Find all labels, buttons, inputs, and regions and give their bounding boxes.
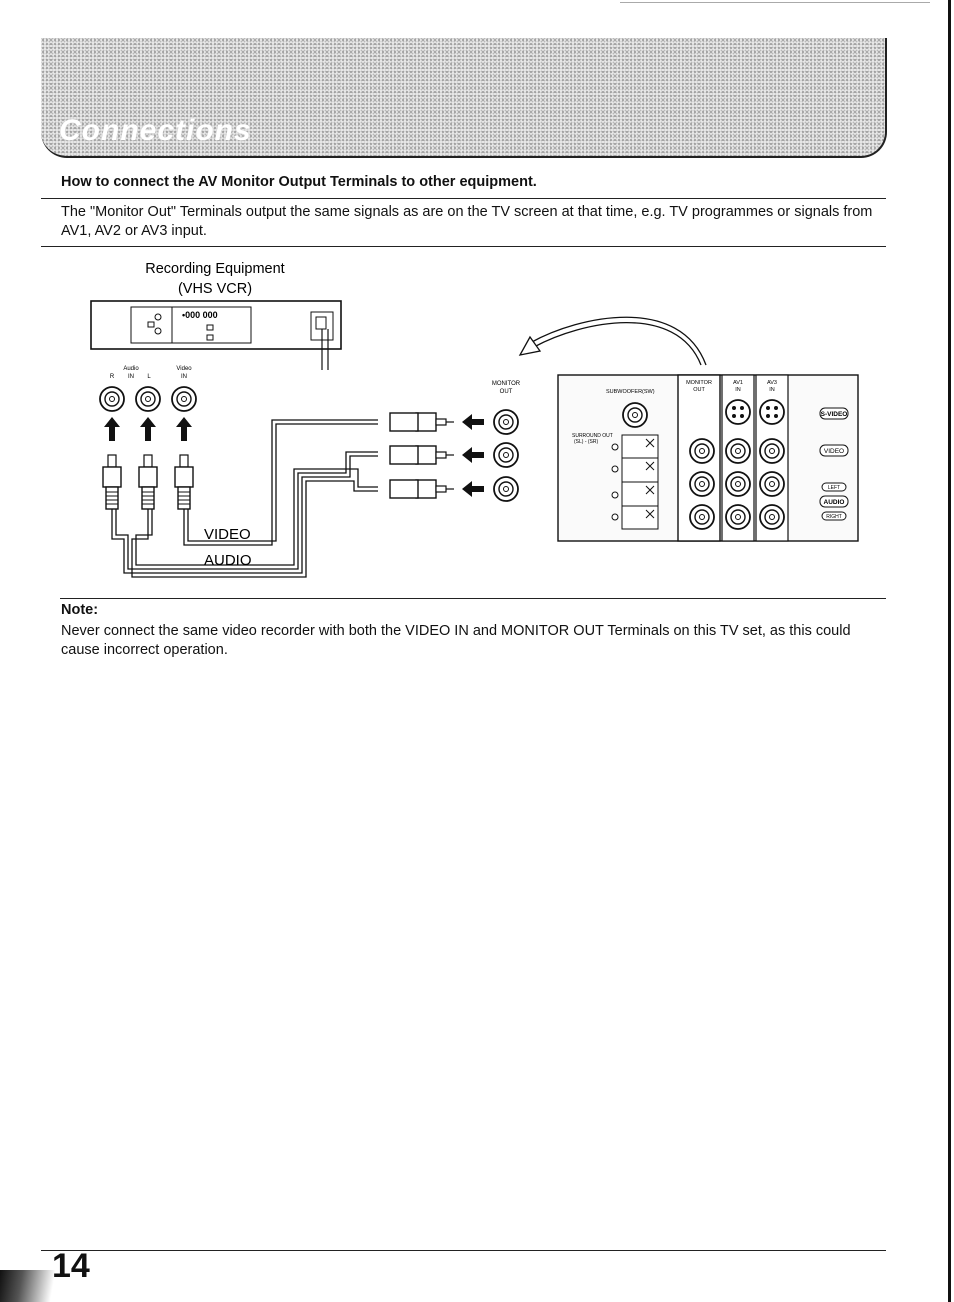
tv-col-monitor-1: MONITOR — [686, 380, 712, 386]
tv-surround-sub-label: (SL) - (SR) — [574, 439, 599, 445]
monitor-out-label-2: OUT — [500, 389, 513, 395]
tv-left-label: LEFT — [828, 485, 840, 491]
tv-col-av1-1: AV1 — [733, 380, 743, 386]
connection-diagram: Recording Equipment (VHS VCR) •000 000 A… — [90, 261, 859, 578]
equipment-label: Recording Equipment — [145, 261, 284, 277]
vcr-audio-l-jack — [135, 386, 161, 412]
av1-video-jack — [725, 438, 751, 464]
av1-audio-r-jack — [725, 504, 751, 530]
page-corner-mark — [0, 1270, 60, 1302]
tv-col-av3-1: AV3 — [767, 380, 777, 386]
av3-audio-r-jack — [759, 504, 785, 530]
tv-col-monitor-2: OUT — [693, 387, 705, 393]
tv-video-label: VIDEO — [824, 448, 844, 455]
arrow-left-icon — [462, 447, 484, 463]
vcr-display-text: •000 000 — [182, 310, 218, 320]
arrow-up-icon — [176, 417, 192, 441]
av3-video-jack — [759, 438, 785, 464]
tv-monitor-out-video-jack — [689, 438, 715, 464]
page-number: 14 — [52, 1247, 90, 1285]
note-title: Note: — [61, 602, 99, 618]
rca-plug-icon — [102, 454, 122, 510]
note-rule — [60, 598, 886, 599]
tv-monitor-out-l-jack — [689, 471, 715, 497]
banner-title: Connections — [59, 114, 252, 147]
monitor-out-audio-l-jack — [493, 442, 519, 468]
tv-col-av1-2: IN — [735, 387, 741, 393]
note-text: Never connect the same video recorder wi… — [61, 623, 851, 658]
vcr-in-label: IN — [128, 374, 134, 380]
page-binding-edge — [948, 0, 951, 1302]
tv-monitor-out-r-jack — [689, 504, 715, 530]
pointer-curve — [529, 316, 707, 366]
tv-surround-label: SURROUND OUT — [572, 433, 613, 439]
intro-paragraph: The "Monitor Out" Terminals output the s… — [61, 204, 873, 239]
tv-audio-label: AUDIO — [824, 499, 845, 506]
av1-svideo-jack — [725, 399, 751, 425]
rca-plug-icon — [174, 454, 194, 510]
rca-plug-icon — [138, 454, 158, 510]
audio-cable — [111, 451, 378, 578]
vcr-video-in-jack — [171, 386, 197, 412]
tv-right-label: RIGHT — [826, 514, 842, 520]
pointer-arrowhead-icon — [518, 335, 542, 356]
tv-subwoofer-label: SUBWOOFER(SW) — [606, 389, 655, 395]
monitor-out-video-jack — [493, 409, 519, 435]
vcr-video-in-label: IN — [181, 374, 187, 380]
arrow-up-icon — [140, 417, 156, 441]
vcr-video-label: Video — [176, 366, 192, 372]
section-banner: Connections — [41, 38, 887, 158]
arrow-up-icon — [104, 417, 120, 441]
av3-audio-l-jack — [759, 471, 785, 497]
vcr-audio-r-jack — [99, 386, 125, 412]
av1-audio-l-jack — [725, 471, 751, 497]
monitor-out-audio-r-jack — [493, 476, 519, 502]
top-edge-rule — [620, 2, 930, 3]
monitor-out-label-1: MONITOR — [492, 381, 521, 387]
tv-col-av3-2: IN — [769, 387, 775, 393]
vcr-audio-label: Audio — [123, 366, 139, 372]
tv-rear-panel: SUBWOOFER(SW) SURROUND OUT (SL) - (SR) M… — [557, 374, 859, 542]
arrow-left-icon — [462, 481, 484, 497]
equipment-sublabel: (VHS VCR) — [178, 281, 252, 297]
heading-rule — [41, 198, 886, 199]
vcr-l-label: L — [147, 374, 151, 380]
footer-rule — [41, 1250, 886, 1251]
subwoofer-jack — [622, 402, 648, 428]
tv-svideo-label: S-VIDEO — [821, 411, 848, 418]
section-heading: How to connect the AV Monitor Output Ter… — [61, 174, 537, 190]
cable-audio-label: AUDIO — [204, 552, 252, 569]
intro-rule — [41, 246, 886, 247]
av3-svideo-jack — [759, 399, 785, 425]
video-cable — [183, 419, 378, 546]
arrow-left-icon — [462, 414, 484, 430]
vcr-rear-panel: •000 000 — [90, 300, 342, 370]
vcr-r-label: R — [110, 374, 115, 380]
cable-video-label: VIDEO — [204, 526, 251, 543]
